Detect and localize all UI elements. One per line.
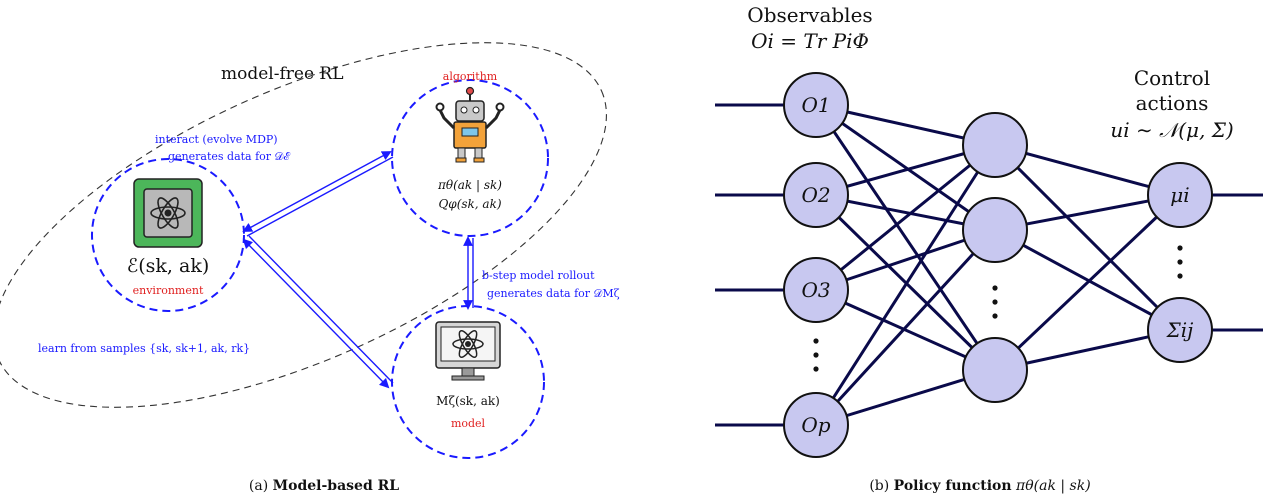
edge-hidden-output [993,193,1182,372]
input-node-label: O2 [801,183,830,207]
rollout-arrow [463,236,474,310]
edge-hidden-output [994,228,1181,332]
robot-icon [435,86,505,163]
edge-input-hidden [815,143,996,292]
panel-a: model-free RL algorithm πθ(ak | sk) Qφ(s… [0,42,620,494]
interact-label-1: interact (evolve MDP) [155,133,278,146]
input-node [783,257,849,323]
output-ellipsis [1177,245,1183,251]
control-title-1: Control [1134,66,1210,90]
hidden-ellipsis [992,285,998,291]
input-node-label: O3 [801,278,830,302]
rollout-label-1: b-step model rollout [482,269,595,282]
caption-b: (b) Policy function πθ(ak | sk) [869,478,1090,494]
output-node-label: μi [1170,183,1189,207]
output-ellipsis [1177,259,1183,265]
input-ellipsis [813,352,819,358]
rollout-label-2: generates data for 𝒟Mζ [487,287,620,300]
control-title-2: actions [1136,91,1209,115]
model-free-region [0,42,607,408]
algorithm-label: algorithm [443,70,498,83]
input-ellipsis [813,366,819,372]
learn-arrow [242,235,394,389]
edge-input-hidden [815,103,996,232]
qfunction-expr: Qφ(sk, ak) [438,197,501,211]
hidden-ellipsis [992,313,998,319]
hidden-node [962,337,1028,403]
output-node-label: Σij [1166,318,1194,342]
hidden-ellipsis [992,299,998,305]
environment-label: environment [133,284,204,297]
output-node [1147,162,1213,228]
policy-expr: πθ(ak | sk) [437,178,502,192]
model-expr: Mζ(sk, ak) [436,394,500,408]
atom-chip-icon [133,178,203,248]
edge-hidden-output [993,143,1182,332]
input-ellipsis [813,338,819,344]
model-free-label: model-free RL [221,64,344,84]
interact-arrow [242,151,394,237]
hidden-node [962,112,1028,178]
hidden-node [962,197,1028,263]
edge-input-hidden [814,144,997,426]
atom-monitor-icon [435,321,501,381]
input-node-label: Op [801,413,830,437]
algorithm-circle [391,79,549,237]
output-ellipsis [1177,273,1183,279]
output-node [1147,297,1213,363]
input-node [783,72,849,138]
observables-title: Observables [747,3,872,27]
input-node [783,162,849,228]
model-label: model [451,417,486,430]
edge-input-hidden [814,104,997,371]
control-formula: ui ∼ 𝒩(μ, Σ) [1110,118,1233,142]
environment-expr: ℰ(sk, ak) [127,255,210,277]
panel-b: Observables Oi = Tr PiΦ Control actions … [715,3,1263,494]
caption-a: (a) Model-based RL [249,478,399,494]
learn-label: learn from samples {sk, sk+1, ak, rk} [38,342,250,355]
input-node [783,392,849,458]
input-node-label: O1 [801,93,830,117]
observables-formula: Oi = Tr PiΦ [751,29,869,53]
interact-label-2: generates data for 𝒟ℰ [168,150,290,163]
environment-circle [91,158,245,312]
edge-input-hidden [814,228,997,427]
